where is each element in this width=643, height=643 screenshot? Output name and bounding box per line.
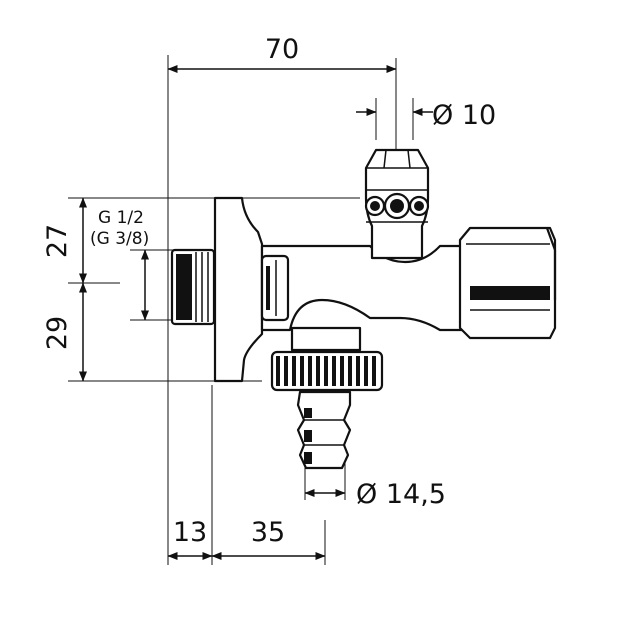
label-hose-offset: 35 <box>251 517 285 548</box>
hex-coupling <box>260 254 290 322</box>
label-height-lower: 29 <box>42 316 73 350</box>
label-thread-alternate: (G 3/8) <box>90 229 149 249</box>
dimension-labels: 70 Ø 10 G 1/2 (G 3/8) 27 29 Ø 14,5 13 35 <box>42 34 496 548</box>
label-thread-length: 13 <box>173 517 207 548</box>
inlet-thread <box>170 248 216 326</box>
label-hose-diameter: Ø 14,5 <box>356 479 446 510</box>
side-handwheel <box>458 226 557 340</box>
label-height-upper: 27 <box>42 224 73 258</box>
label-spindle-diameter: Ø 10 <box>432 100 496 131</box>
label-overall-width: 70 <box>265 34 299 65</box>
main-body <box>260 244 464 332</box>
hose-barb <box>296 390 352 470</box>
spindle-cap <box>364 148 430 260</box>
dimension-lines <box>79 65 433 560</box>
label-thread-primary: G 1/2 <box>98 208 144 228</box>
valve-body <box>170 148 557 470</box>
rosette-flange <box>213 196 264 383</box>
hose-union-nut <box>270 326 384 392</box>
